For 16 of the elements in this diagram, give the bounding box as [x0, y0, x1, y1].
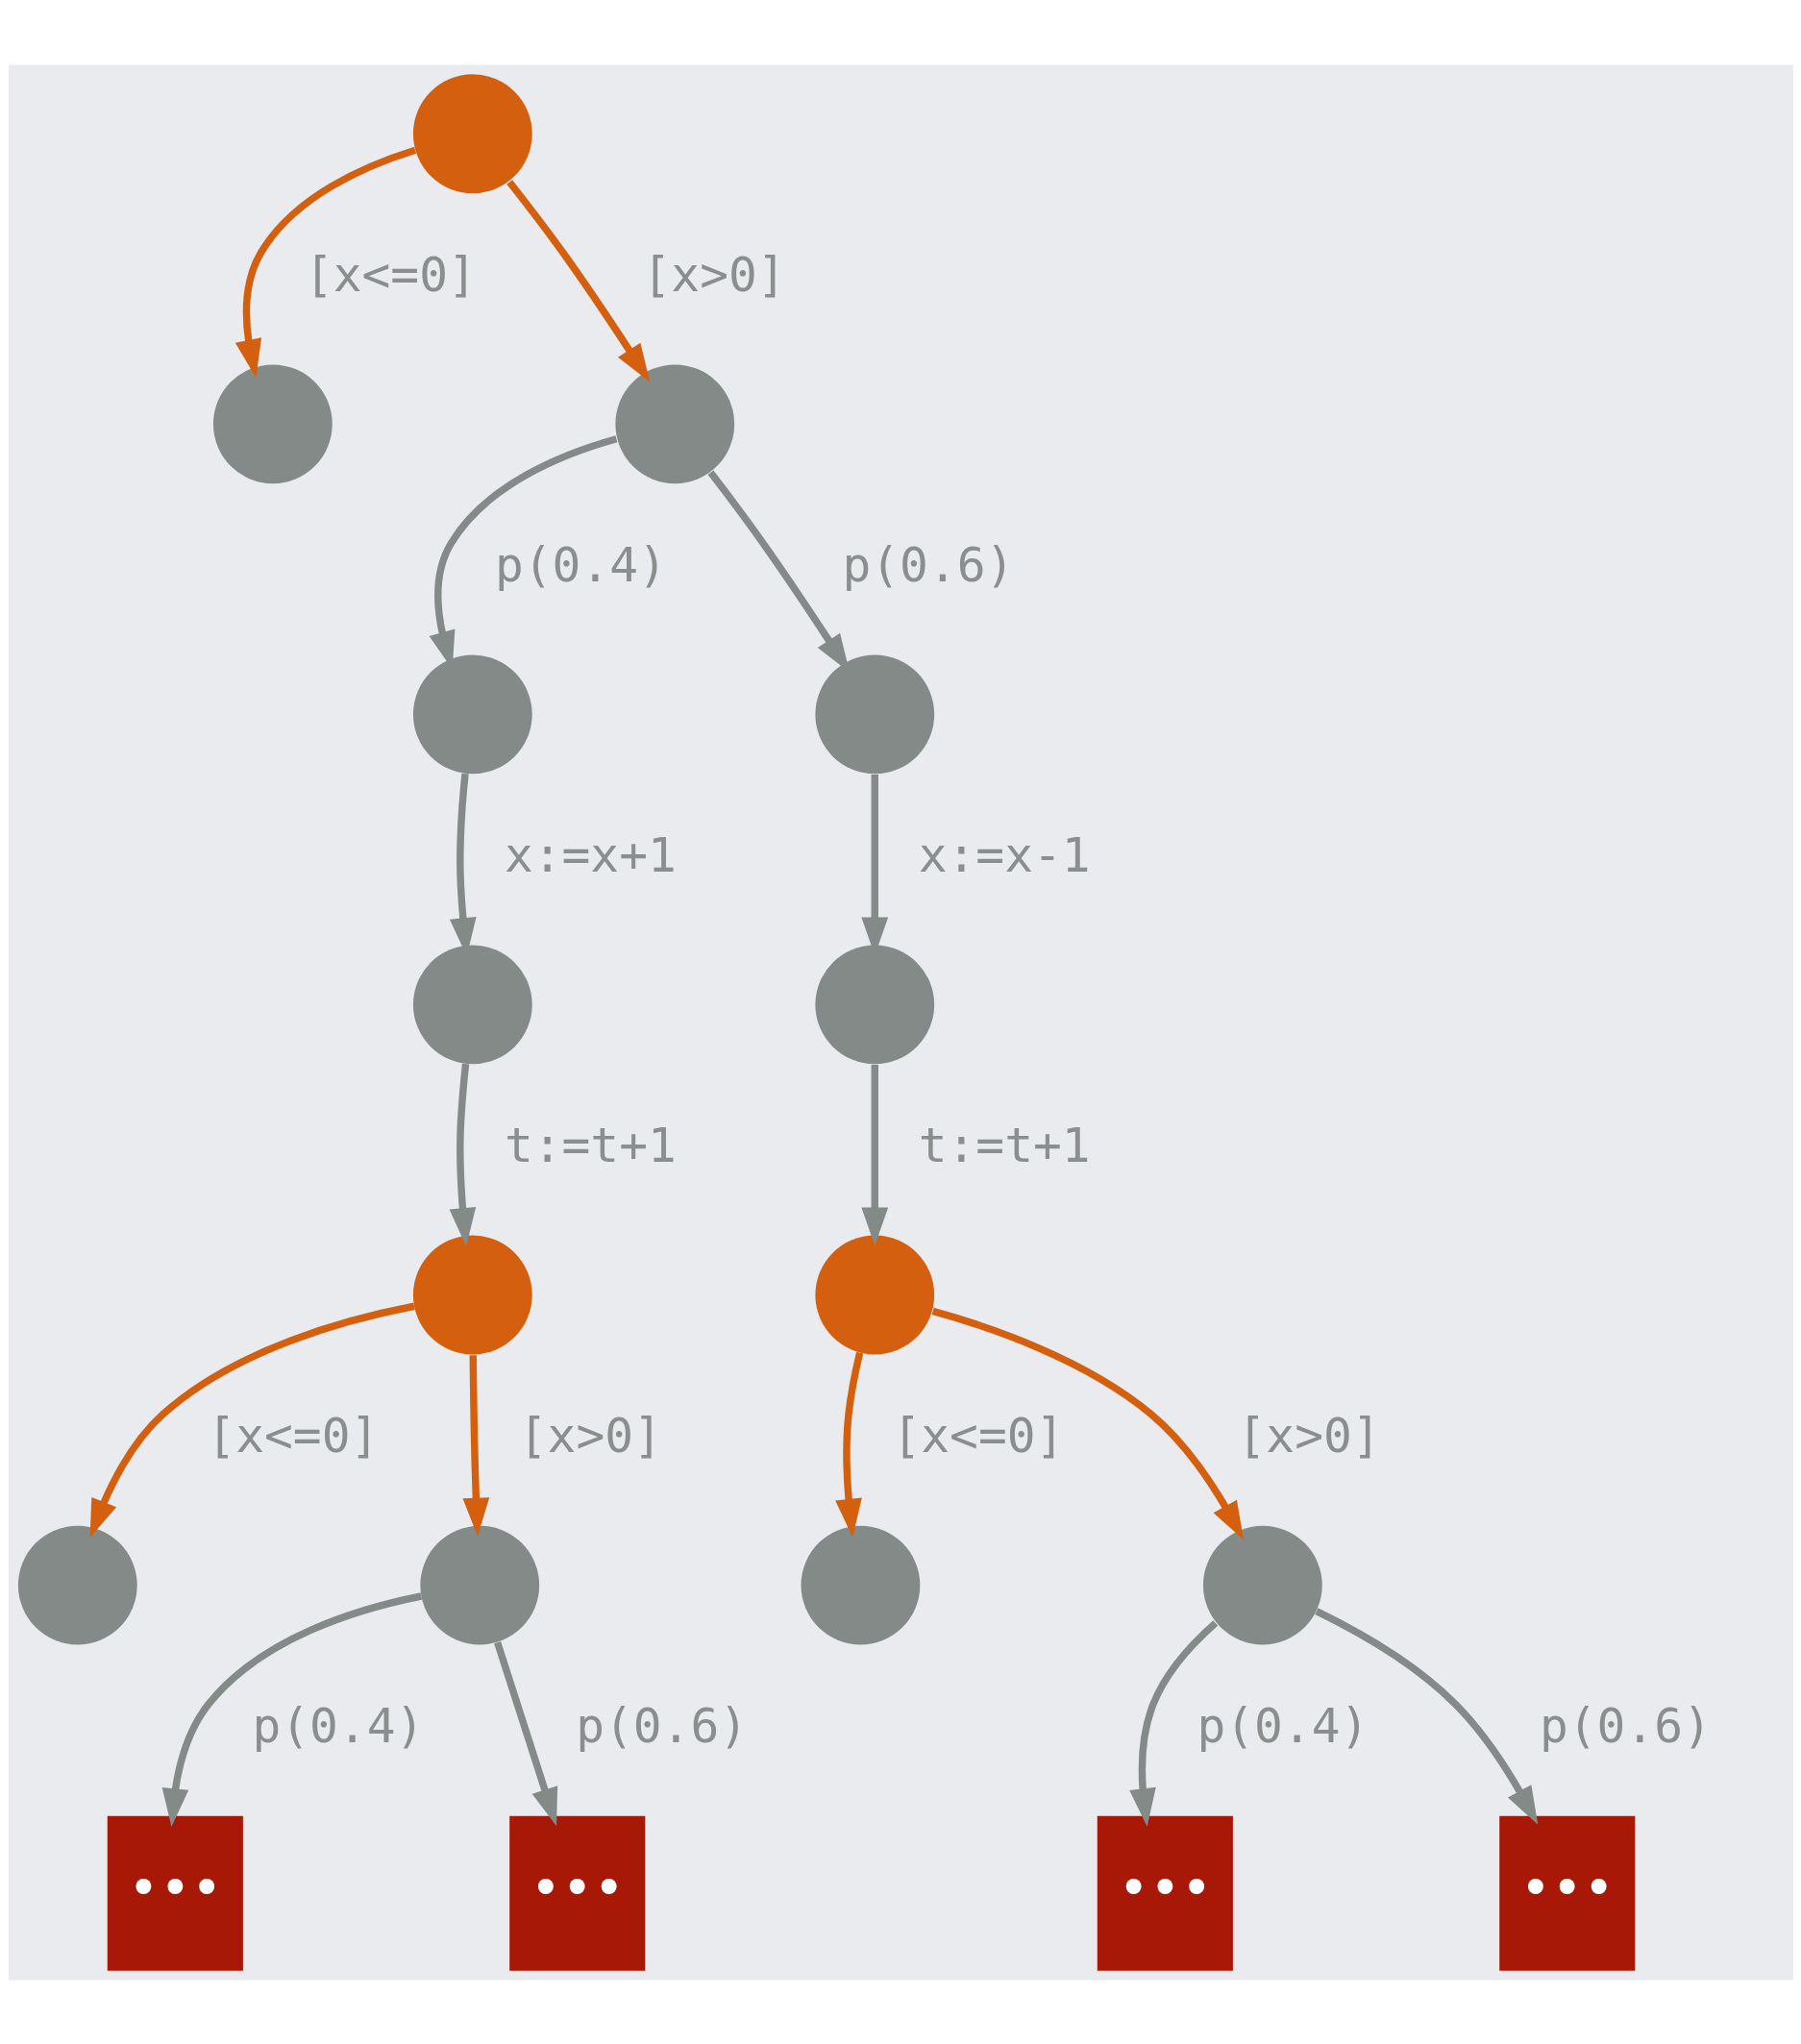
edge-label: x:=x-1 [918, 826, 1091, 883]
edge-label: p(0.4) [1196, 1697, 1369, 1754]
edge-label: p(0.6) [841, 536, 1014, 593]
edge-label: x:=x+1 [504, 826, 677, 883]
edge-label: [x>0] [518, 1407, 662, 1464]
edge-label: [x<=0] [304, 246, 477, 303]
edge-label: p(0.4) [251, 1697, 424, 1754]
edge-label: [x<=0] [891, 1407, 1064, 1464]
edge-label: [x>0] [1237, 1407, 1381, 1464]
edge-label: p(0.6) [575, 1697, 748, 1754]
edge-label: [x<=0] [206, 1407, 379, 1464]
edge-label: p(0.6) [1539, 1697, 1712, 1754]
edge-label: t:=t+1 [918, 1117, 1091, 1173]
edge-label: [x>0] [642, 246, 786, 303]
edge-label: t:=t+1 [504, 1117, 677, 1173]
edge-label: p(0.4) [494, 536, 667, 593]
